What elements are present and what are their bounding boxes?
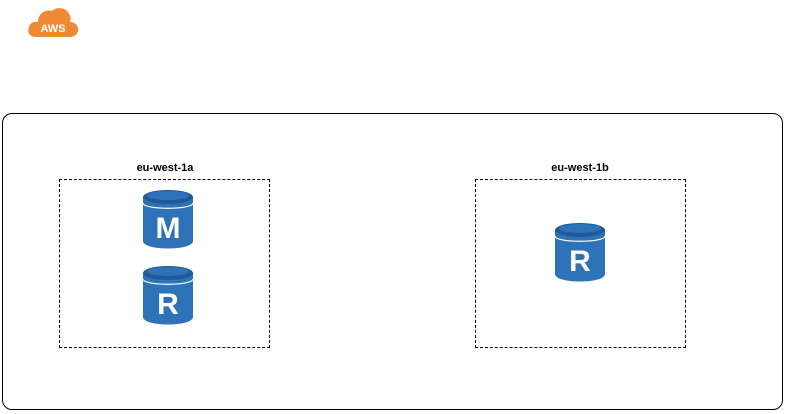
rds-master-icon[interactable]: M	[142, 189, 194, 249]
aws-logo-text: AWS	[40, 23, 65, 35]
az-label-eu-west-1b: eu-west-1b	[551, 162, 609, 174]
region-container	[2, 113, 783, 410]
rds-replica-icon[interactable]: R	[142, 265, 194, 325]
rds-replica-icon[interactable]: R	[554, 222, 606, 282]
az-box-eu-west-1b[interactable]	[475, 179, 686, 348]
az-label-eu-west-1a: eu-west-1a	[136, 162, 194, 174]
aws-cloud-logo-icon: AWS	[28, 8, 79, 37]
rds-master-letter: M	[156, 212, 181, 245]
rds-replica-letter: R	[157, 288, 179, 321]
az-box-eu-west-1a[interactable]	[59, 179, 270, 348]
rds-replica-letter: R	[569, 245, 591, 278]
